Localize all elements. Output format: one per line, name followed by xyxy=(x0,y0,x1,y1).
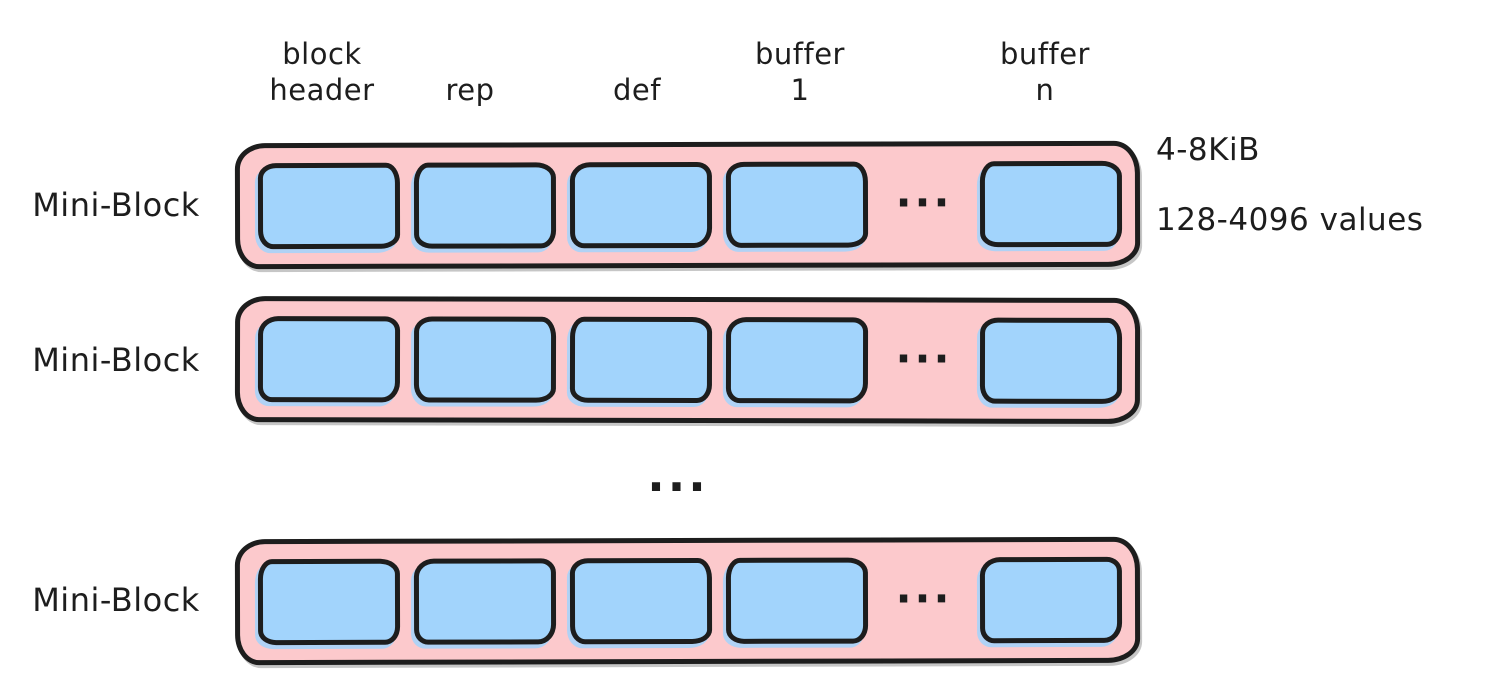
mini-block-label-2: Mini-Block xyxy=(32,341,200,379)
mini-block-row-2: ... xyxy=(234,296,1141,424)
cell-buffer-n xyxy=(979,556,1123,644)
cell-block-header xyxy=(257,558,401,646)
column-header-def: def xyxy=(613,72,661,107)
column-header-buffer-n: buffer n xyxy=(1000,36,1090,107)
cell-rep xyxy=(413,558,557,645)
cell-def xyxy=(569,557,713,645)
mini-block-label-3: Mini-Block xyxy=(32,581,200,619)
cell-buffer-1 xyxy=(725,557,869,644)
cell-def xyxy=(569,316,713,404)
cell-rep xyxy=(413,162,557,249)
cell-def xyxy=(569,161,713,249)
cell-block-header xyxy=(257,316,401,403)
mini-block-row-1: ... xyxy=(234,140,1141,270)
cell-block-header xyxy=(257,162,401,250)
mini-block-row-3: ... xyxy=(234,536,1141,666)
column-header-buffer-1: buffer 1 xyxy=(755,36,845,107)
annotation-block-size: 4-8KiB xyxy=(1156,132,1260,168)
column-header-rep: rep xyxy=(445,72,495,107)
annotation-value-count: 128-4096 values xyxy=(1156,202,1424,238)
mini-block-label-1: Mini-Block xyxy=(32,186,200,224)
cell-buffer-n xyxy=(979,317,1123,404)
rows-ellipsis: ... xyxy=(647,448,709,502)
cell-buffer-n xyxy=(979,160,1123,248)
cell-buffer-1 xyxy=(725,161,869,248)
cell-buffer-1 xyxy=(725,317,869,404)
cell-rep xyxy=(413,316,557,403)
column-header-block-header: block header xyxy=(269,36,375,107)
